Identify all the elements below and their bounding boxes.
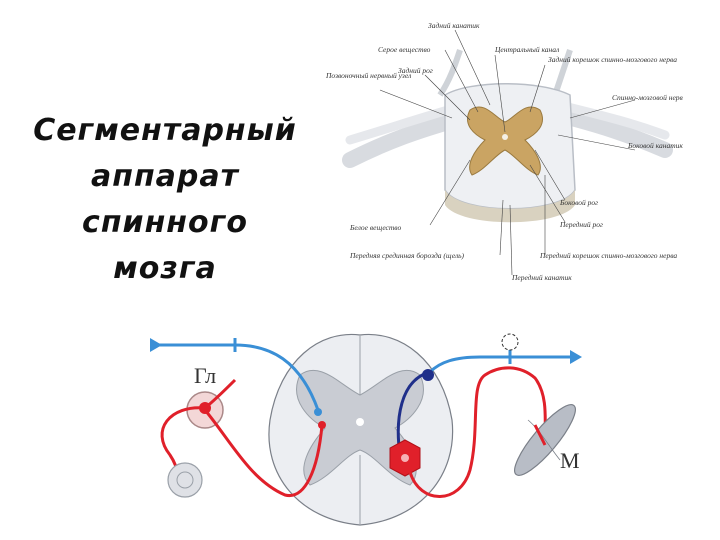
muscle-label: М	[560, 448, 580, 473]
label-lateral-funiculus: Боковой канатик	[627, 141, 683, 150]
label-anterior-horn: Передний рог	[559, 220, 603, 229]
title-line-1: Сегментарный	[33, 113, 297, 148]
sensory-arrow-right	[570, 350, 582, 364]
central-canal-dot	[502, 134, 508, 140]
label-posterior-funiculus: Задний канатик	[428, 21, 480, 30]
slide-title: Сегментарный аппарат спинного мозга	[0, 108, 330, 292]
ganglion-label: Гл	[194, 363, 216, 388]
label-dorsal-root: Задний корешок спинно-мозгового нерва	[548, 55, 677, 64]
label-spinal-nerve: Спинно-мозговой нерв	[612, 93, 684, 102]
label-lateral-horn: Боковой рог	[559, 198, 598, 207]
label-anterior-funiculus: Передний канатик	[511, 273, 572, 282]
label-central-canal: Центральный канал	[494, 45, 559, 54]
label-spinal-ganglion: Позвоночный нервный узел	[325, 71, 411, 80]
dashed-marker	[501, 333, 519, 351]
interneuron-body	[422, 369, 434, 381]
sensory-fiber-right	[428, 355, 570, 374]
title-line-4: мозга	[113, 251, 217, 286]
receptor	[167, 462, 203, 498]
central-canal	[356, 418, 364, 426]
sensory-fiber-left	[150, 343, 320, 411]
label-dorsal-horn: Задний рог	[398, 66, 433, 75]
motor-axon	[408, 366, 547, 498]
title-line-2: аппарат	[90, 159, 240, 194]
sensory-arrow-left	[150, 338, 162, 352]
sensory-neuron-central	[203, 409, 324, 497]
label-ventral-root: Передний корешок спинно-мозгового нерва	[539, 251, 677, 260]
title-line-3: спинного	[82, 205, 248, 240]
label-anterior-fissure: Передняя срединная борозда (щель)	[349, 251, 465, 260]
label-white-matter: Белое вещество	[349, 223, 401, 232]
label-gray-matter: Серое вещество	[378, 45, 431, 54]
reflex-arc-diagram: Гл М	[150, 333, 582, 526]
spinal-cord-illustration: Задний канатик Серое вещество Задний рог…	[325, 21, 684, 282]
